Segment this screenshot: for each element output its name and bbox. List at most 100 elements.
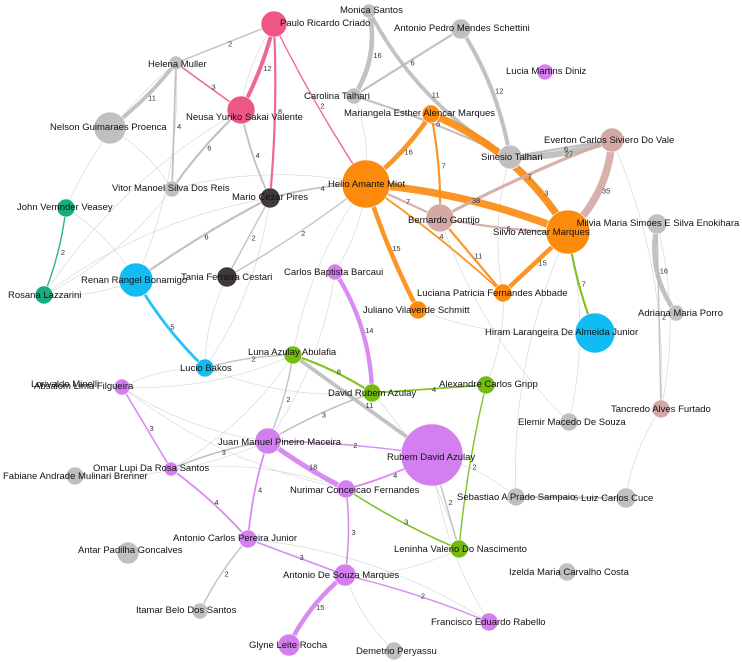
edge-weight-label: 15 xyxy=(392,244,400,253)
edge-weight-label: 2 xyxy=(473,463,477,472)
node-antoniocarlos[interactable] xyxy=(238,529,258,549)
background-link xyxy=(247,538,490,623)
node-monica[interactable] xyxy=(361,3,377,19)
node-silvio[interactable] xyxy=(545,209,591,255)
background-link xyxy=(204,276,228,369)
edge-helena-vitor xyxy=(171,62,177,190)
node-carolina[interactable] xyxy=(345,87,363,105)
node-francisco[interactable] xyxy=(479,612,499,632)
edge-weight-label: 5 xyxy=(574,494,578,503)
edge-weight-label: 4 xyxy=(321,184,325,193)
node-alexandre[interactable] xyxy=(476,375,496,395)
edge-leninha-nurimar xyxy=(345,488,460,550)
edge-carlosbaptista-davidrubem xyxy=(332,269,375,396)
node-omar[interactable] xyxy=(163,461,179,477)
edge-paulo-helena xyxy=(175,23,275,64)
node-izelda[interactable] xyxy=(557,562,577,582)
node-tancredo[interactable] xyxy=(651,399,671,419)
node-label-itamar: Itamar Belo Dos Santos xyxy=(136,605,237,616)
node-label-rosana: Rosana Lazzarini xyxy=(8,290,81,301)
node-luciana[interactable] xyxy=(493,283,513,303)
node-tania[interactable] xyxy=(216,266,238,288)
edge-weight-label: 4 xyxy=(256,151,260,160)
node-bernardo[interactable] xyxy=(425,203,455,233)
node-itamar[interactable] xyxy=(191,602,209,620)
node-antoniopedro[interactable] xyxy=(450,18,472,40)
node-lucia[interactable] xyxy=(536,63,554,81)
node-adriana[interactable] xyxy=(667,304,685,322)
node-hiram[interactable] xyxy=(574,312,616,354)
edge-weight-label: 2 xyxy=(320,101,324,110)
edge-weight-label: 3 xyxy=(300,553,304,562)
node-rosana[interactable] xyxy=(34,285,54,305)
node-sebastiao[interactable] xyxy=(506,487,526,507)
node-label-luizcarlos: Luiz Carlos Cuce xyxy=(581,493,653,504)
edge-weight-label: 15 xyxy=(539,259,547,268)
node-luizcarlos[interactable] xyxy=(615,487,637,509)
node-juliano[interactable] xyxy=(408,300,428,320)
edge-weight-label: 38 xyxy=(472,196,480,205)
node-demetrio[interactable] xyxy=(384,641,404,661)
node-rubem[interactable] xyxy=(400,423,464,487)
node-neusa[interactable] xyxy=(226,95,256,125)
node-label-glyne: Glyne Leite Rocha xyxy=(249,640,328,651)
edge-weight-label: 2 xyxy=(252,234,256,243)
edge-antoniopedro-carolina xyxy=(352,27,463,98)
node-juanmanuel[interactable] xyxy=(254,427,282,455)
node-elemir[interactable] xyxy=(559,412,579,432)
edge-weight-label: 7 xyxy=(406,197,410,206)
edge-weight-label: 6 xyxy=(411,59,415,68)
node-lucio[interactable] xyxy=(195,358,215,378)
background-link xyxy=(43,109,242,296)
node-label-elemir: Elemir Macedo De Souza xyxy=(518,417,626,428)
edge-weight-label: 8 xyxy=(278,107,282,116)
node-milvia[interactable] xyxy=(646,213,668,235)
edge-weight-label: 3 xyxy=(351,528,355,537)
node-label-lucia: Lucia Martins Diniz xyxy=(506,66,586,77)
node-mariangela[interactable] xyxy=(421,104,441,124)
node-helio[interactable] xyxy=(341,159,391,209)
node-vitor[interactable] xyxy=(163,180,181,198)
node-davidrubem[interactable] xyxy=(362,383,382,403)
edge-weight-label: 6 xyxy=(436,120,440,129)
node-glyne[interactable] xyxy=(277,633,301,657)
node-label-silvio: Silvio Alencar Marques xyxy=(493,227,590,238)
edge-weight-label: 6 xyxy=(204,232,208,241)
node-label-carolina: Carolina Talhari xyxy=(304,91,370,102)
node-label-mariangela: Mariangela Esther Alencar Marques xyxy=(344,108,495,119)
node-label-tania: Tania Ferreira Cestari xyxy=(181,272,272,283)
edge-weight-label: 4 xyxy=(258,485,262,494)
node-label-antoniopedro: Antonio Pedro Mendes Schettini xyxy=(394,23,530,34)
node-label-carlosbaptista: Carlos Baptista Barcaui xyxy=(284,267,383,278)
node-nelson[interactable] xyxy=(93,111,127,145)
node-luna[interactable] xyxy=(283,345,303,365)
node-john[interactable] xyxy=(56,198,76,218)
node-label-fabiane: Fabiane Andrade Mulinari Brenner xyxy=(3,471,148,482)
node-renan[interactable] xyxy=(118,262,154,298)
edge-weight-label: 4 xyxy=(215,498,219,507)
node-label-demetrio: Demetrio Peryassu xyxy=(356,646,437,657)
node-everton[interactable] xyxy=(599,127,625,153)
node-helena[interactable] xyxy=(168,55,184,71)
node-sinesio[interactable] xyxy=(497,144,523,170)
node-antar[interactable] xyxy=(116,541,140,565)
node-carlosbaptista[interactable] xyxy=(326,263,344,281)
node-fabiane[interactable] xyxy=(65,466,85,486)
node-label-bernardo: Bernardo Gontijo xyxy=(408,215,480,226)
node-nurimar[interactable] xyxy=(336,479,356,499)
node-paulo[interactable] xyxy=(260,10,288,38)
edge-weight-label: 4 xyxy=(439,232,443,241)
edge-weight-label: 2 xyxy=(286,395,290,404)
node-label-renan: Renan Rangel Bonamigo xyxy=(81,275,187,286)
edge-alexandre-leninha xyxy=(458,384,487,550)
node-leninha[interactable] xyxy=(449,539,469,559)
node-label-adriana: Adriana Maria Porro xyxy=(638,308,723,319)
background-link xyxy=(170,354,294,470)
node-absalom[interactable] xyxy=(113,378,131,396)
node-mario[interactable] xyxy=(259,187,281,209)
edge-weight-label: 3 xyxy=(322,410,326,419)
node-antoniosouza[interactable] xyxy=(333,563,357,587)
node-label-lucio: Lucio Bakos xyxy=(180,363,232,374)
edge-weight-label: 2 xyxy=(228,40,232,49)
node-label-mario: Mario Cezar Pires xyxy=(232,192,308,203)
